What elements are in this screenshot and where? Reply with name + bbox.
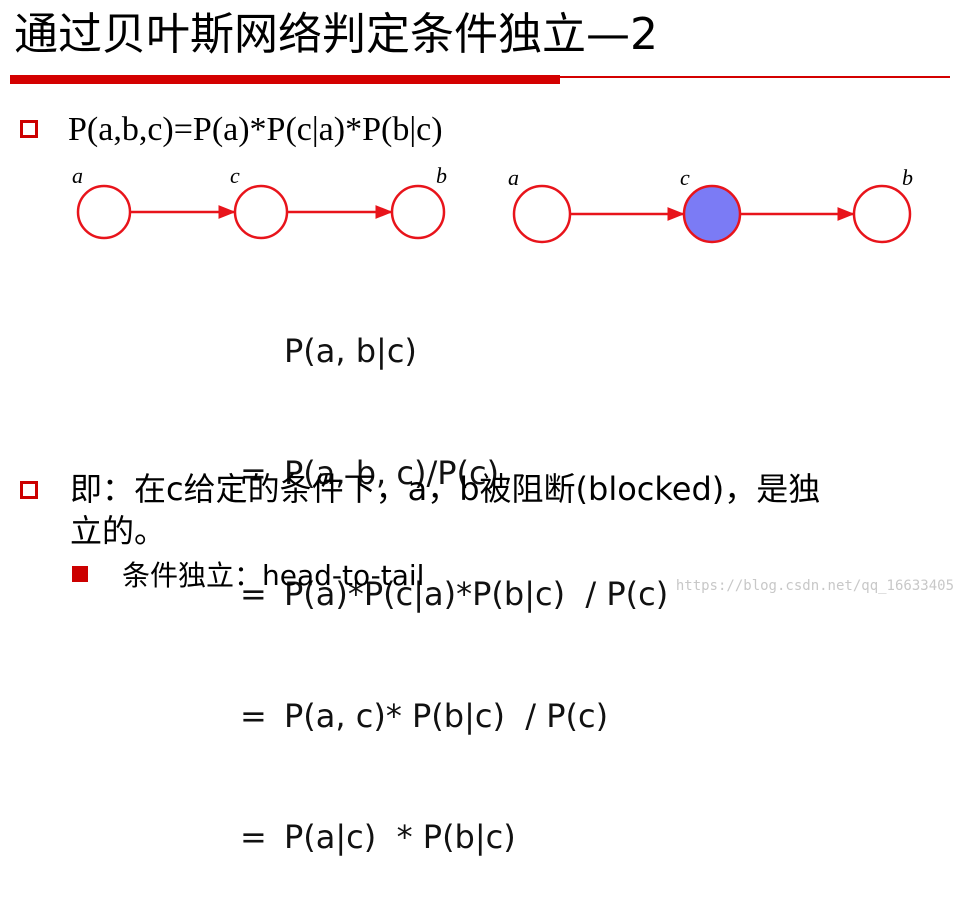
equation-expr: P(a, c)* P(b|c) / P(c): [284, 696, 609, 735]
left-node-c: [233, 184, 289, 240]
equation-prefix: =: [240, 696, 267, 735]
equation-expr: P(a)*P(c|a)*P(b|c) / P(c): [284, 575, 669, 613]
bullet-box-1: [20, 120, 38, 138]
equation-row: P(a, b|c): [240, 331, 668, 372]
left-label-a: a: [72, 163, 83, 188]
right-label-b: b: [902, 165, 913, 190]
left-label-b: b: [436, 163, 447, 188]
left-node-a: [76, 184, 132, 240]
left-node-b: [390, 184, 446, 240]
bullet-box-2: [20, 481, 38, 499]
equation-row: = P(a, c)* P(b|c) / P(c): [240, 696, 668, 737]
sub-bullet-square: [72, 566, 88, 582]
sub-bullet-text: 条件独立：head-to-tail: [122, 559, 425, 592]
factorization-formula: P(a,b,c)=P(a)*P(c|a)*P(b|c): [68, 111, 443, 148]
equation-prefix: =: [240, 453, 267, 492]
right-node-a: [512, 184, 572, 244]
equation-expr: P(a, b|c): [284, 332, 417, 370]
equation-expr: P(a, b, c)/P(c): [284, 453, 500, 492]
equation-row: = P(a, b, c)/P(c): [240, 453, 668, 494]
right-node-c-observed: [682, 184, 742, 244]
conclusion-text-line1: 即：在c给定的条件下，a，b被阻断(blocked)，是独: [70, 470, 821, 508]
title-rule-thick: [10, 75, 560, 84]
slide-title: 通过贝叶斯网络判定条件独立—2: [14, 9, 658, 60]
left-label-c: c: [230, 163, 240, 188]
watermark: https://blog.csdn.net/qq_16633405: [675, 578, 954, 594]
right-label-c: c: [680, 165, 690, 190]
right-label-a: a: [508, 165, 519, 190]
equation-row: = P(a)*P(c|a)*P(b|c) / P(c): [240, 574, 668, 615]
bayes-network-diagram: a c b a c b: [72, 163, 913, 244]
conclusion-text-line2: 立的。: [70, 512, 167, 550]
equation-row: = P(a|c) * P(b|c): [240, 817, 668, 858]
right-node-b: [852, 184, 912, 244]
equation-expr: P(a|c) * P(b|c): [284, 818, 516, 856]
equation-prefix: =: [240, 818, 267, 856]
equation-prefix: =: [240, 575, 267, 613]
